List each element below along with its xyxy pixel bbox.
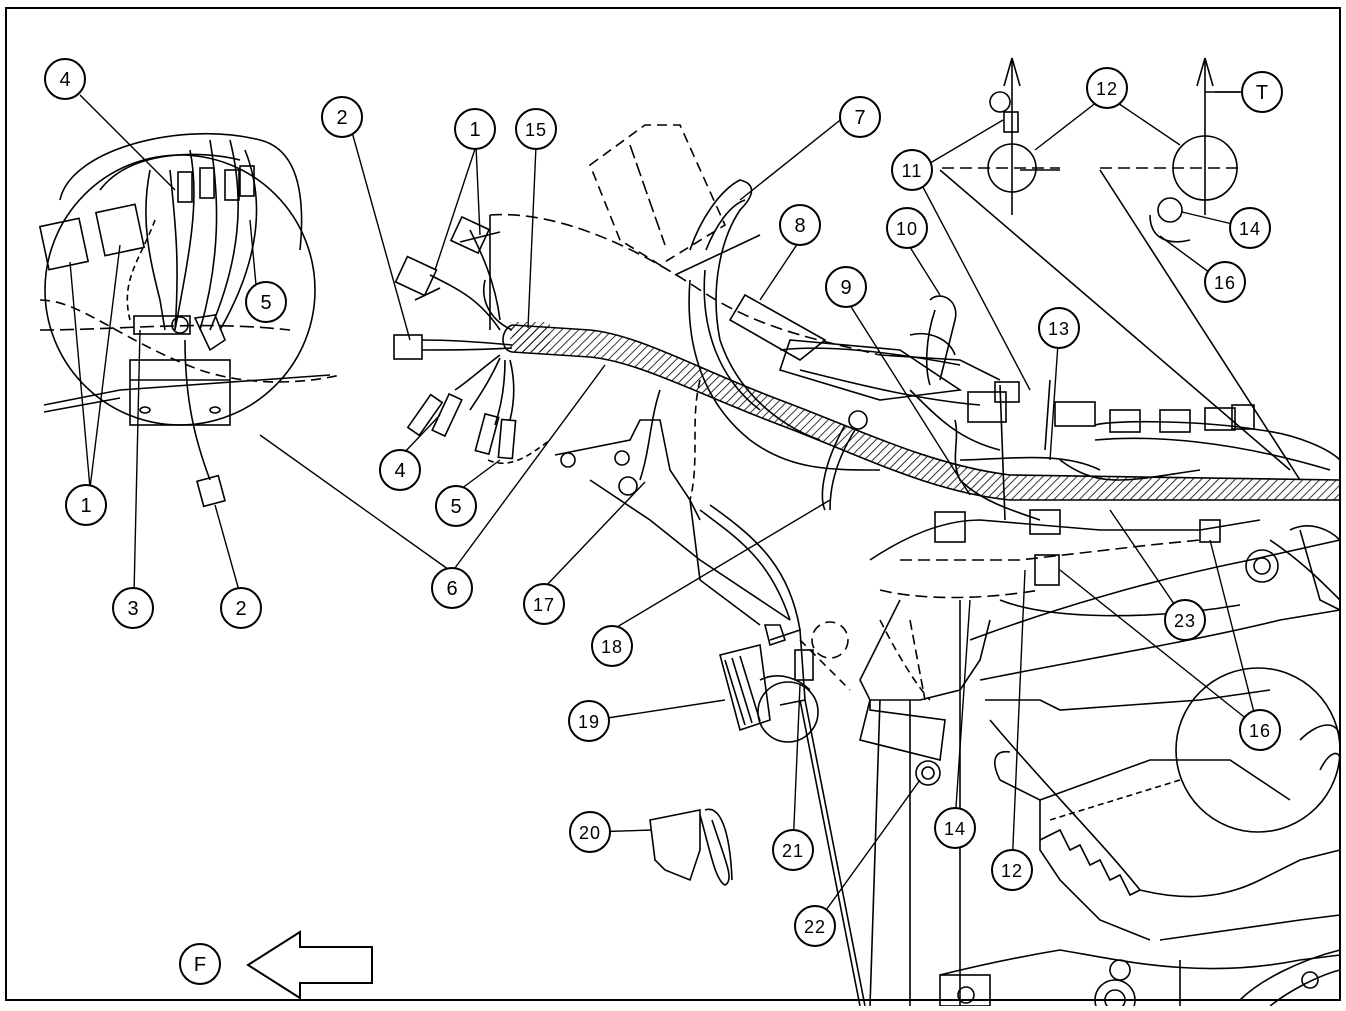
callout-label-17: 17 — [533, 595, 555, 615]
callout-label-1: 1 — [469, 119, 480, 141]
section-views — [942, 57, 1240, 243]
callout-label-14: 14 — [944, 819, 966, 839]
callout-label-12: 12 — [1001, 861, 1023, 881]
callout-label-19: 19 — [578, 712, 600, 732]
callout-label-4: 4 — [394, 460, 405, 482]
callout-label-3: 3 — [127, 598, 138, 620]
callout-label-12: 12 — [1096, 79, 1118, 99]
callout-label-4: 4 — [59, 69, 70, 91]
callout-circle — [44, 58, 86, 100]
callout-label-9: 9 — [840, 277, 851, 299]
callout-label-1: 1 — [80, 495, 91, 517]
callout-label-5: 5 — [260, 292, 271, 314]
callout-label-10: 10 — [896, 219, 918, 239]
callout-label-14: 14 — [1239, 219, 1261, 239]
callout-label-18: 18 — [601, 637, 623, 657]
callout-label-16: 16 — [1214, 273, 1236, 293]
callout-label-13: 13 — [1048, 319, 1070, 339]
callout-label-23: 23 — [1174, 611, 1196, 631]
callout-label-T: T — [1256, 82, 1268, 104]
callout-label-16: 16 — [1249, 721, 1271, 741]
callout-layer: 4 1 5 3 2 6 2 1 15 4 5 17 18 7 8 9 10 — [44, 58, 1283, 985]
callout-label-21: 21 — [782, 841, 804, 861]
callout-label-15: 15 — [525, 120, 547, 140]
callout-label-11: 11 — [902, 161, 923, 181]
drawing-linework — [38, 124, 1341, 1011]
callout-label-2: 2 — [336, 107, 347, 129]
callout-label-5: 5 — [450, 496, 461, 518]
front-direction-arrow-icon — [246, 930, 373, 1000]
callout-label-7: 7 — [854, 107, 865, 129]
callout-label-F: F — [194, 954, 206, 976]
leader-lines — [69, 91, 1259, 925]
callout-label-20: 20 — [579, 823, 601, 843]
callout-label-22: 22 — [804, 917, 826, 937]
callout-label-6: 6 — [446, 578, 457, 600]
frame-border — [5, 7, 1341, 1001]
callout-label-8: 8 — [794, 215, 805, 237]
callout-label-2: 2 — [235, 598, 246, 620]
